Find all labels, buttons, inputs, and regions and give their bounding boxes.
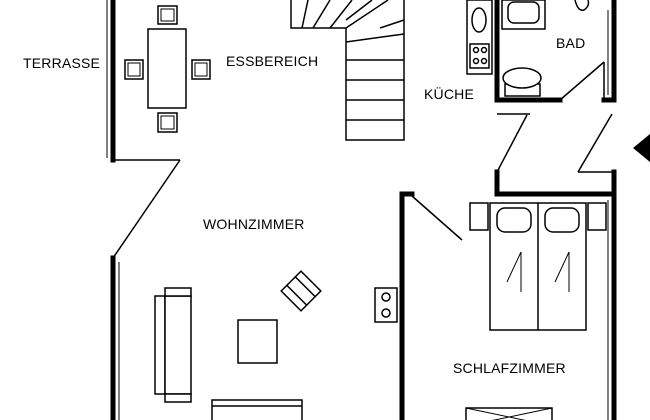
sofa-arm: [164, 393, 192, 403]
armchair-rotated: [280, 270, 322, 312]
nightstand: [587, 202, 607, 231]
sofa: [154, 295, 166, 395]
dining-chair: [157, 5, 178, 25]
terrace-door-leaf: [112, 159, 181, 259]
sink-icon: [471, 7, 487, 33]
dining-chair: [157, 112, 178, 133]
staircase: [290, 0, 405, 141]
bench: [465, 407, 553, 420]
stair-step: [345, 0, 373, 21]
stair-step: [345, 0, 389, 29]
stair-outline: [290, 0, 405, 141]
living-furniture: [154, 270, 553, 420]
bed-set: [469, 202, 607, 331]
dining-set: [124, 5, 211, 133]
room-label-bath: BAD: [556, 35, 586, 51]
coffee-table: [237, 319, 278, 364]
counter: [466, 0, 493, 75]
room-label-living: WOHNZIMMER: [203, 216, 305, 232]
room-label-terrace: TERRASSE: [23, 55, 101, 71]
sofa-arm: [164, 287, 192, 297]
sideboard: [211, 399, 303, 420]
bath-door-leaf: [559, 61, 605, 101]
shower-corner: [574, 0, 590, 12]
chair-seat: [160, 115, 175, 130]
room-label-kitchen: KÜCHE: [424, 86, 475, 102]
stair-step: [345, 33, 405, 43]
chair-seat: [160, 8, 175, 22]
stair-step: [312, 0, 331, 29]
burner-icon: [472, 46, 480, 54]
burner-icon: [472, 57, 480, 65]
bath-fixtures: [501, 0, 590, 97]
bench-cross: [492, 407, 553, 420]
wall-outlet: [374, 287, 398, 323]
hall-door-leaf: [496, 114, 528, 173]
room-label-bedroom: SCHLAFZIMMER: [453, 360, 566, 376]
nightstand: [469, 202, 489, 231]
stove-icon: [469, 43, 490, 69]
pillow: [496, 207, 532, 233]
dining-chair: [124, 59, 144, 80]
kitchen-counter: [466, 0, 493, 75]
dining-table: [147, 28, 187, 109]
room-label-dining: ESSBEREICH: [226, 53, 319, 69]
blanket-fold: [506, 251, 522, 292]
entry-door-leaf: [577, 113, 613, 173]
bath-sink-bowl: [507, 1, 540, 24]
stair-step: [329, 0, 353, 29]
blanket-fold: [554, 251, 570, 292]
stair-step: [379, 19, 405, 29]
chair-seat: [194, 62, 208, 77]
chair-seat: [127, 62, 141, 77]
stair-step: [301, 0, 309, 29]
burner-icon: [480, 57, 488, 65]
toilet-bowl: [502, 67, 542, 89]
entrance-arrow-icon: [633, 134, 650, 162]
pillow: [544, 207, 580, 233]
bedroom-door-leaf: [411, 195, 463, 241]
door-swings: [112, 61, 614, 259]
walls: [110, 0, 617, 420]
burner-icon: [480, 46, 488, 54]
dining-chair: [191, 59, 211, 80]
sofa-seat: [164, 295, 192, 395]
window-lines: [106, 0, 609, 420]
